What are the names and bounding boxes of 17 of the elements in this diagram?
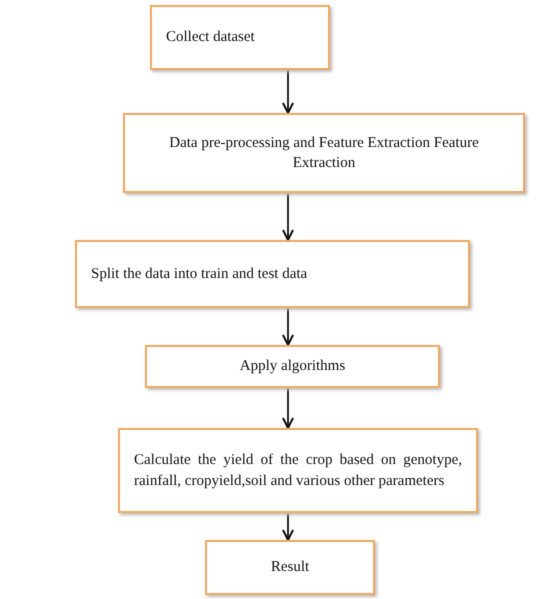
- step-text: Apply algorithms: [240, 357, 346, 376]
- process-box: [150, 5, 330, 70]
- step-text: Data pre-processing and Feature Extraction Feature Extraction: [168, 134, 480, 173]
- process-box: [123, 113, 525, 193]
- process-box: [118, 428, 478, 513]
- step-text: Collect dataset: [166, 28, 255, 48]
- arrow: [282, 308, 294, 346]
- step-text: Calculate the yield of the crop based on genotype, rainfall, cropyield,soil and various other parameters: [134, 451, 462, 490]
- arrow: [282, 388, 294, 429]
- process-box: [205, 540, 375, 595]
- process-box: [145, 345, 440, 388]
- step-text: Result: [270, 558, 310, 578]
- arrow: [282, 70, 294, 114]
- process-box: [75, 240, 470, 308]
- step-text: Split the data into train and test data: [91, 264, 308, 284]
- arrow: [282, 193, 294, 241]
- arrow: [282, 513, 294, 541]
